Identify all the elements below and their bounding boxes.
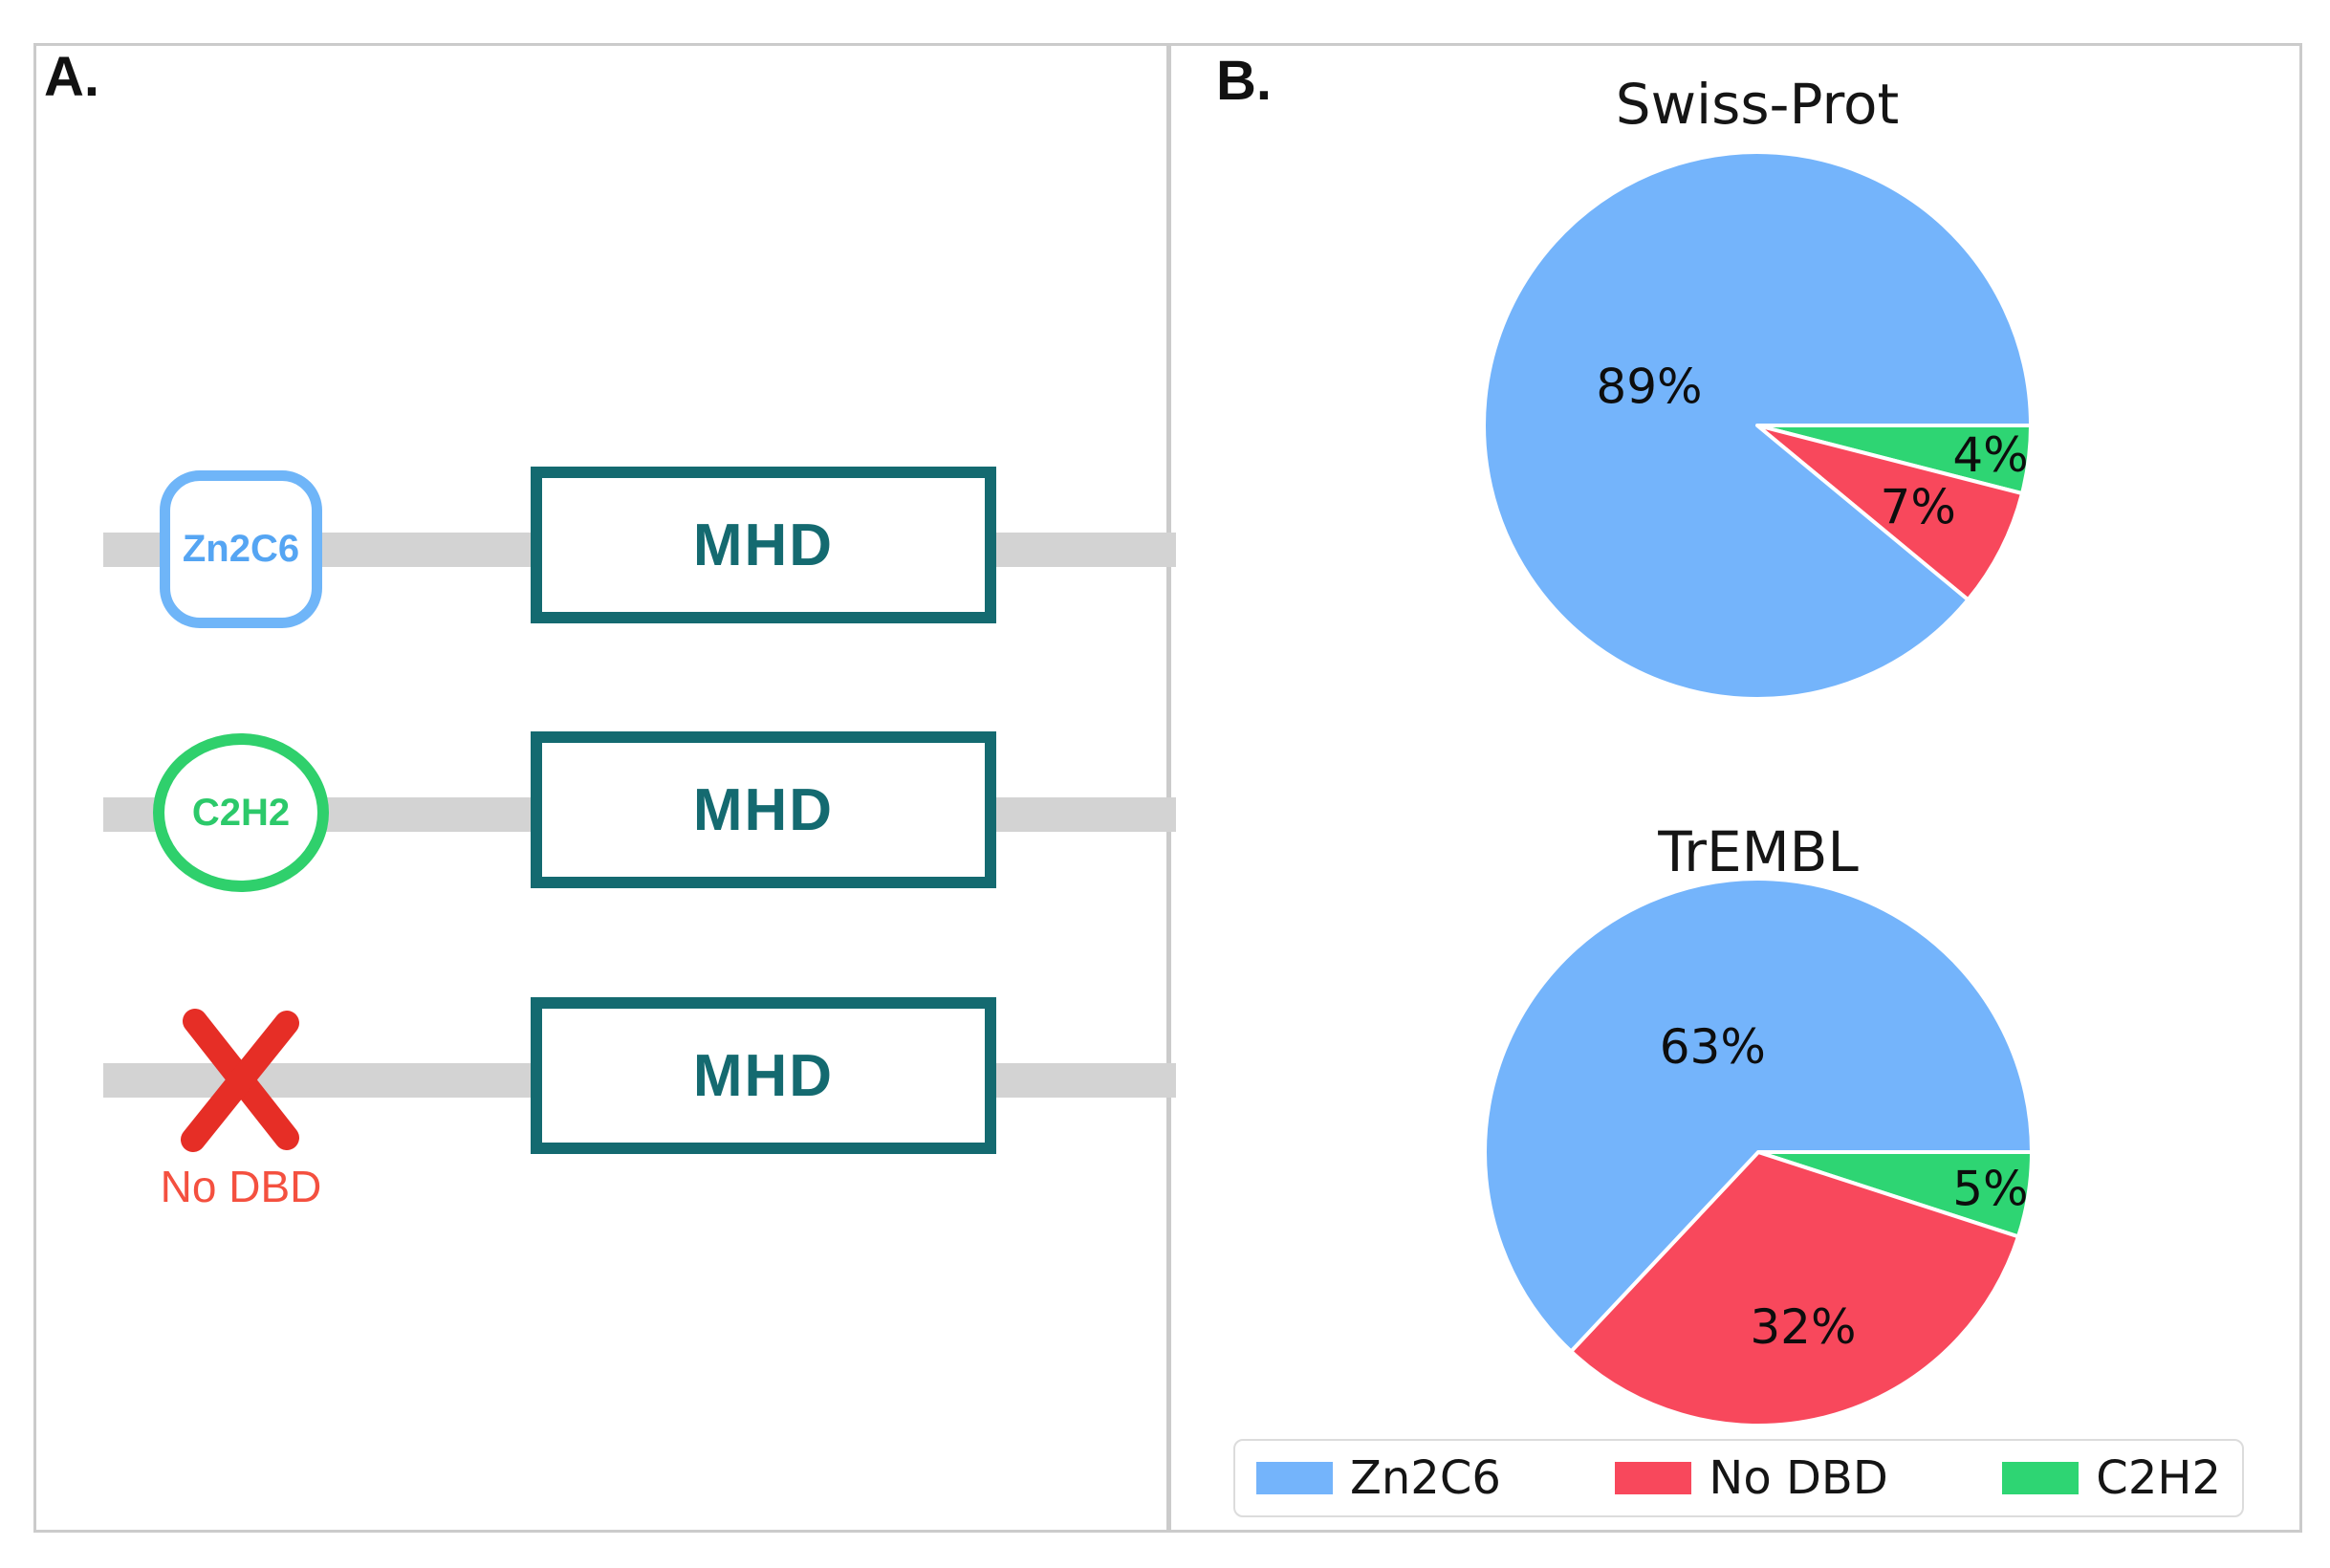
c2h2-color-swatch [2002,1462,2080,1494]
mhd-label: MHD [692,1042,835,1109]
legend-label-c2h2: C2H2 [2096,1451,2221,1505]
pie-slice-percent-label: 7% [1881,480,1956,535]
zn2c6-domain-label: Zn2C6 [182,528,300,570]
pie-slice-no-dbd [1569,1150,2020,1427]
pie-slice-zn2c6 [1483,877,2034,1354]
legend-item-c2h2: C2H2 [2002,1455,2221,1501]
pie-slice-percent-label: 32% [1750,1299,1856,1355]
panel-b-label: B. [1216,50,1272,112]
no-dbd-color-swatch [1615,1462,1692,1494]
legend-item-zn2c6: Zn2C6 [1256,1455,1501,1501]
zn2c6-color-swatch [1256,1462,1333,1494]
pie-slice-percent-label: 5% [1952,1162,2028,1217]
mhd-domain-box: MHD [531,467,996,623]
legend-label-zn2c6: Zn2C6 [1350,1451,1501,1505]
pie-legend: Zn2C6 No DBD C2H2 [1233,1439,2244,1517]
mhd-label: MHD [692,512,835,578]
legend-item-no-dbd: No DBD [1615,1451,1888,1505]
pie-slice-percent-label: 63% [1660,1019,1766,1075]
pie-slice-no-dbd [1755,424,2024,602]
swissprot-pie-chart: 4%7% 89% [1482,150,2033,702]
c2h2-domain-shape: C2H2 [153,733,329,892]
legend-label-no-dbd: No DBD [1709,1451,1888,1505]
red-x-icon [181,1009,299,1152]
mhd-domain-box: MHD [531,997,996,1154]
swissprot-pie-title: Swiss-Prot [1615,72,1900,137]
zn2c6-domain-shape: Zn2C6 [160,470,322,628]
pie-slice-zn2c6 [1482,150,2033,702]
trembl-pie-chart: 5% 32% 63% [1483,877,2034,1427]
no-dbd-caption: No DBD [160,1162,322,1211]
mhd-domain-box: MHD [531,731,996,888]
pie-slice-percent-label: 89% [1596,359,1702,414]
pie-slice-percent-label: 4% [1952,427,2028,483]
c2h2-domain-label: C2H2 [191,791,291,834]
trembl-pie-title: TrEMBL [1658,819,1859,884]
panel-a-label: A. [44,46,99,108]
mhd-label: MHD [692,776,835,843]
